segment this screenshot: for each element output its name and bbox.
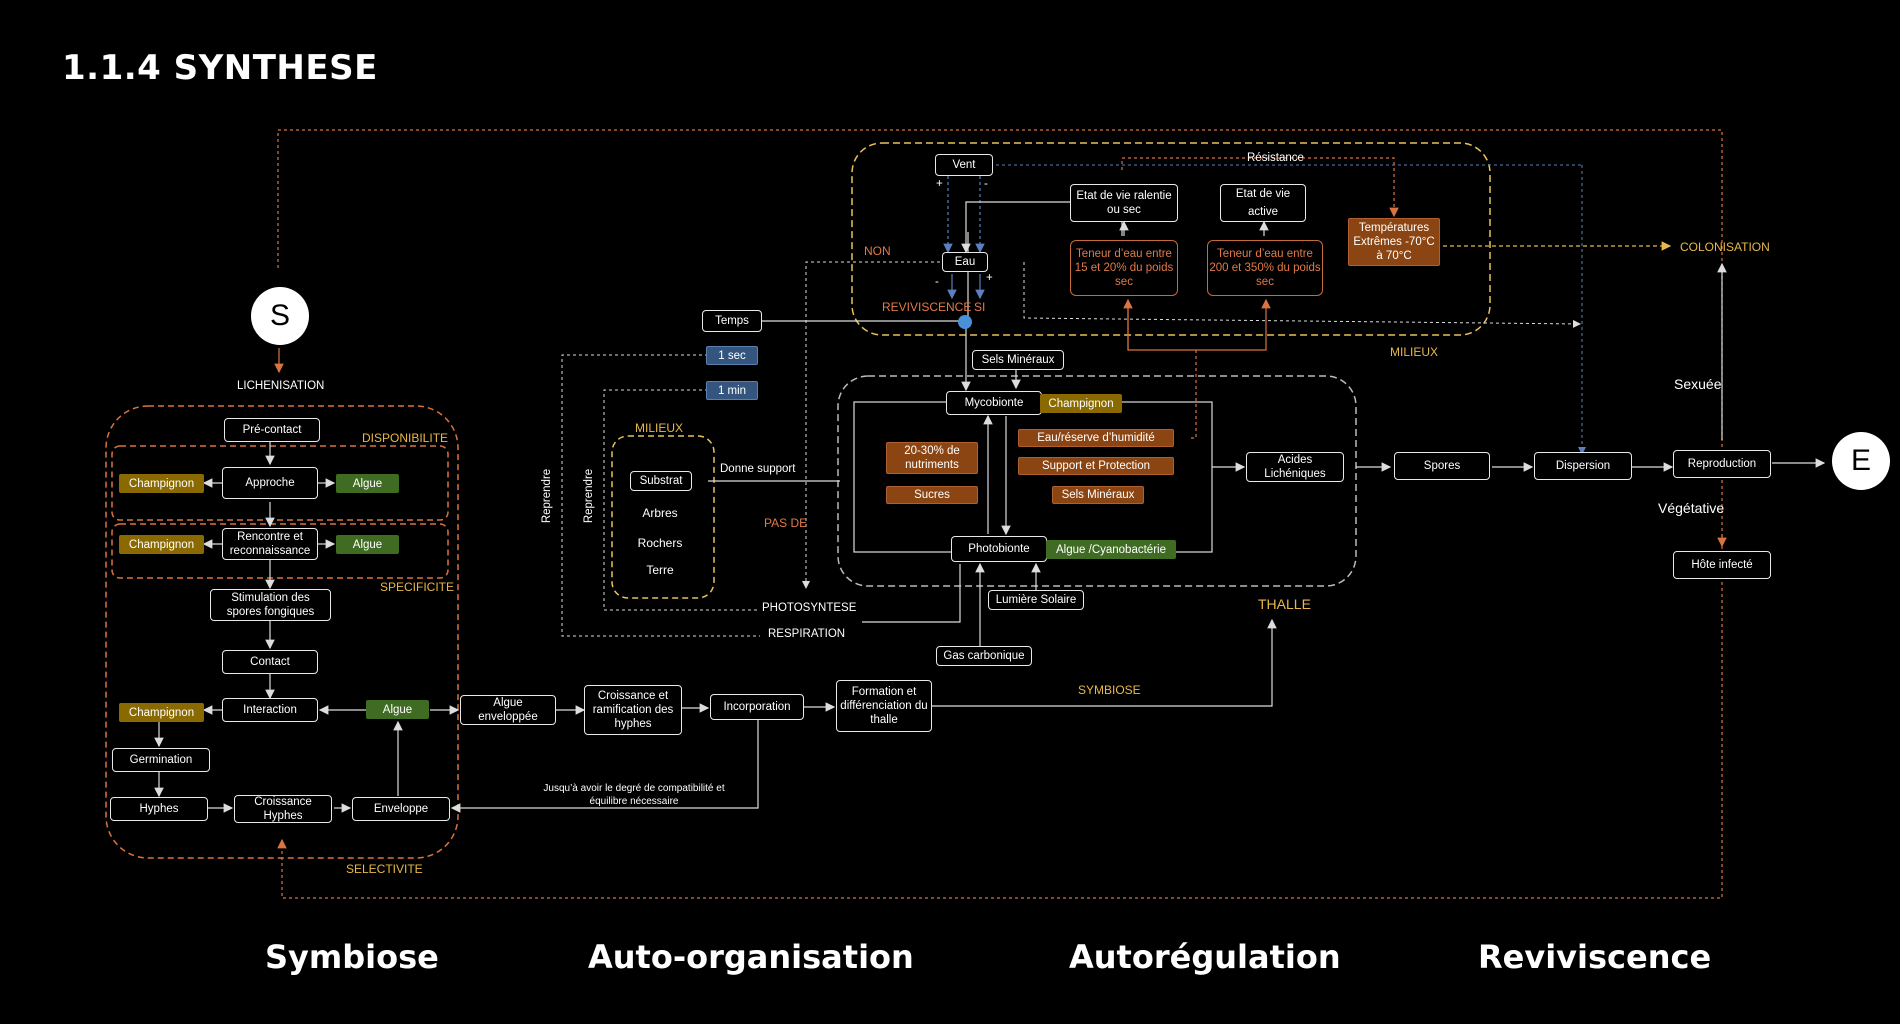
bottom-title-symbiose: Symbiose — [265, 938, 439, 976]
etat-ralentie-node: Etat de vie ralentie ou sec — [1070, 184, 1178, 222]
selectivite-label: SELECTIVITE — [346, 862, 423, 876]
eau-node: Eau — [942, 252, 988, 272]
milieux-right-label: MILIEUX — [1390, 345, 1439, 359]
pas-de-label: PAS DE — [764, 516, 808, 530]
donne-support-label: Donne support — [720, 463, 796, 475]
non-label: NON — [864, 244, 891, 258]
interaction-node: Interaction — [222, 698, 318, 722]
rencontre-node: Rencontre et reconnaissance — [222, 528, 318, 560]
substrat-node: Substrat — [630, 471, 692, 491]
sexuee-label: Sexuée — [1674, 376, 1722, 392]
spores-node: Spores — [1394, 452, 1490, 480]
milieux-left-label: MILIEUX — [635, 421, 684, 435]
reprendre-label-2: Reprendre — [583, 468, 596, 524]
pre-contact-node: Pré-contact — [224, 418, 320, 442]
lichenisation-label: LICHENISATION — [237, 380, 325, 392]
teneur-15-node: Teneur d’eau entre 15 et 20% du poids se… — [1070, 240, 1178, 296]
one-min-tag: 1 min — [706, 381, 758, 400]
minus-sign-2: - — [935, 276, 939, 288]
algue-tag-3: Algue — [366, 700, 429, 719]
vegetative-label: Végétative — [1658, 500, 1725, 516]
stimulation-node: Stimulation des spores fongiques — [210, 589, 331, 621]
respiration-label: RESPIRATION — [768, 628, 846, 640]
enveloppe-node: Enveloppe — [352, 797, 450, 821]
rochers-label: Rochers — [637, 536, 683, 550]
eau-reserve-tag: Eau/réserve d’humidité — [1018, 429, 1174, 447]
reviviscence-label: REVIVISCENCE — [882, 300, 972, 314]
germination-node: Germination — [112, 748, 210, 772]
thalle-label: THALLE — [1258, 596, 1311, 612]
incorporation-node: Incorporation — [710, 694, 804, 720]
end-node: E — [1832, 432, 1890, 490]
one-sec-tag: 1 sec — [706, 346, 758, 365]
champignon-thalle-tag: Champignon — [1040, 394, 1122, 413]
algue-tag-1: Algue — [336, 474, 399, 493]
etat-active-line-1: Etat de vie — [1235, 188, 1291, 200]
algue-enveloppee-node: Algue enveloppée — [460, 695, 556, 725]
lumiere-node: Lumière Solaire — [988, 590, 1084, 610]
sucres-tag: Sucres — [886, 486, 978, 504]
sels-mineraux-top-node: Sels Minéraux — [972, 350, 1064, 370]
hote-node: Hôte infecté — [1673, 551, 1771, 579]
bottom-title-auto-organisation: Auto-organisation — [588, 938, 914, 976]
champignon-tag-3: Champignon — [119, 703, 204, 722]
formation-thalle-node: Formation et différenciation du thalle — [836, 680, 932, 732]
contact-node: Contact — [222, 650, 318, 674]
dispersion-node: Dispersion — [1534, 452, 1632, 480]
teneur-200-node: Teneur d’eau entre 200 et 350% du poids … — [1207, 240, 1323, 296]
croissance-ramification-node: Croissance et ramification des hyphes — [584, 685, 682, 735]
acides-node: Acides Lichéniques — [1246, 452, 1344, 482]
hyphes-node: Hyphes — [110, 797, 208, 821]
plus-sign-1: + — [936, 178, 943, 190]
decision-dot — [958, 315, 972, 329]
page-title: 1.1.4 SYNTHESE — [62, 48, 378, 88]
resistance-label: Résistance — [1247, 152, 1304, 164]
bottom-title-autoregulation: Autorégulation — [1069, 938, 1341, 976]
arbres-label: Arbres — [642, 506, 678, 520]
symbiose-label: SYMBIOSE — [1078, 683, 1141, 697]
sels-mineraux-tag: Sels Minéraux — [1052, 486, 1144, 504]
bottom-title-reviviscence: Reviviscence — [1478, 938, 1712, 976]
temperatures-node: Températures Extrêmes -70°C à 70°C — [1348, 218, 1440, 266]
colonisation-label: COLONISATION — [1680, 240, 1770, 254]
nutriments-tag: 20-30% de nutriments — [886, 442, 978, 474]
champignon-tag-1: Champignon — [119, 474, 204, 493]
champignon-tag-2: Champignon — [119, 535, 204, 554]
terre-label: Terre — [646, 563, 674, 577]
reproduction-node: Reproduction — [1673, 450, 1771, 478]
approche-node: Approche — [222, 467, 318, 499]
si-label: SI — [974, 300, 986, 314]
start-node: S — [251, 287, 309, 345]
gas-node: Gas carbonique — [936, 646, 1032, 666]
minus-sign-1: - — [984, 178, 988, 190]
photosyntese-label: PHOTOSYNTESE — [762, 602, 857, 614]
etat-active-line-2: active — [1247, 206, 1279, 218]
plus-sign-2: + — [986, 272, 993, 284]
croissance-hyphes-node: Croissance Hyphes — [234, 795, 332, 823]
algue-tag-2: Algue — [336, 535, 399, 554]
disponibilite-label: DISPONIBILITE — [362, 431, 449, 445]
algue-cyano-tag: Algue /Cyanobactérie — [1046, 540, 1176, 559]
temps-node: Temps — [702, 310, 762, 332]
jusqua-note: Jusqu’à avoir le degré de compatibilité … — [543, 783, 725, 807]
etat-active-node: Etat de vie active — [1220, 184, 1306, 222]
photobionte-node: Photobionte — [951, 536, 1047, 562]
support-tag: Support et Protection — [1018, 457, 1174, 475]
vent-node: Vent — [935, 154, 993, 176]
mycobionte-node: Mycobionte — [946, 391, 1042, 415]
reprendre-label-1: Reprendre — [541, 468, 554, 524]
specificite-label: SPECIFICITE — [380, 580, 455, 594]
